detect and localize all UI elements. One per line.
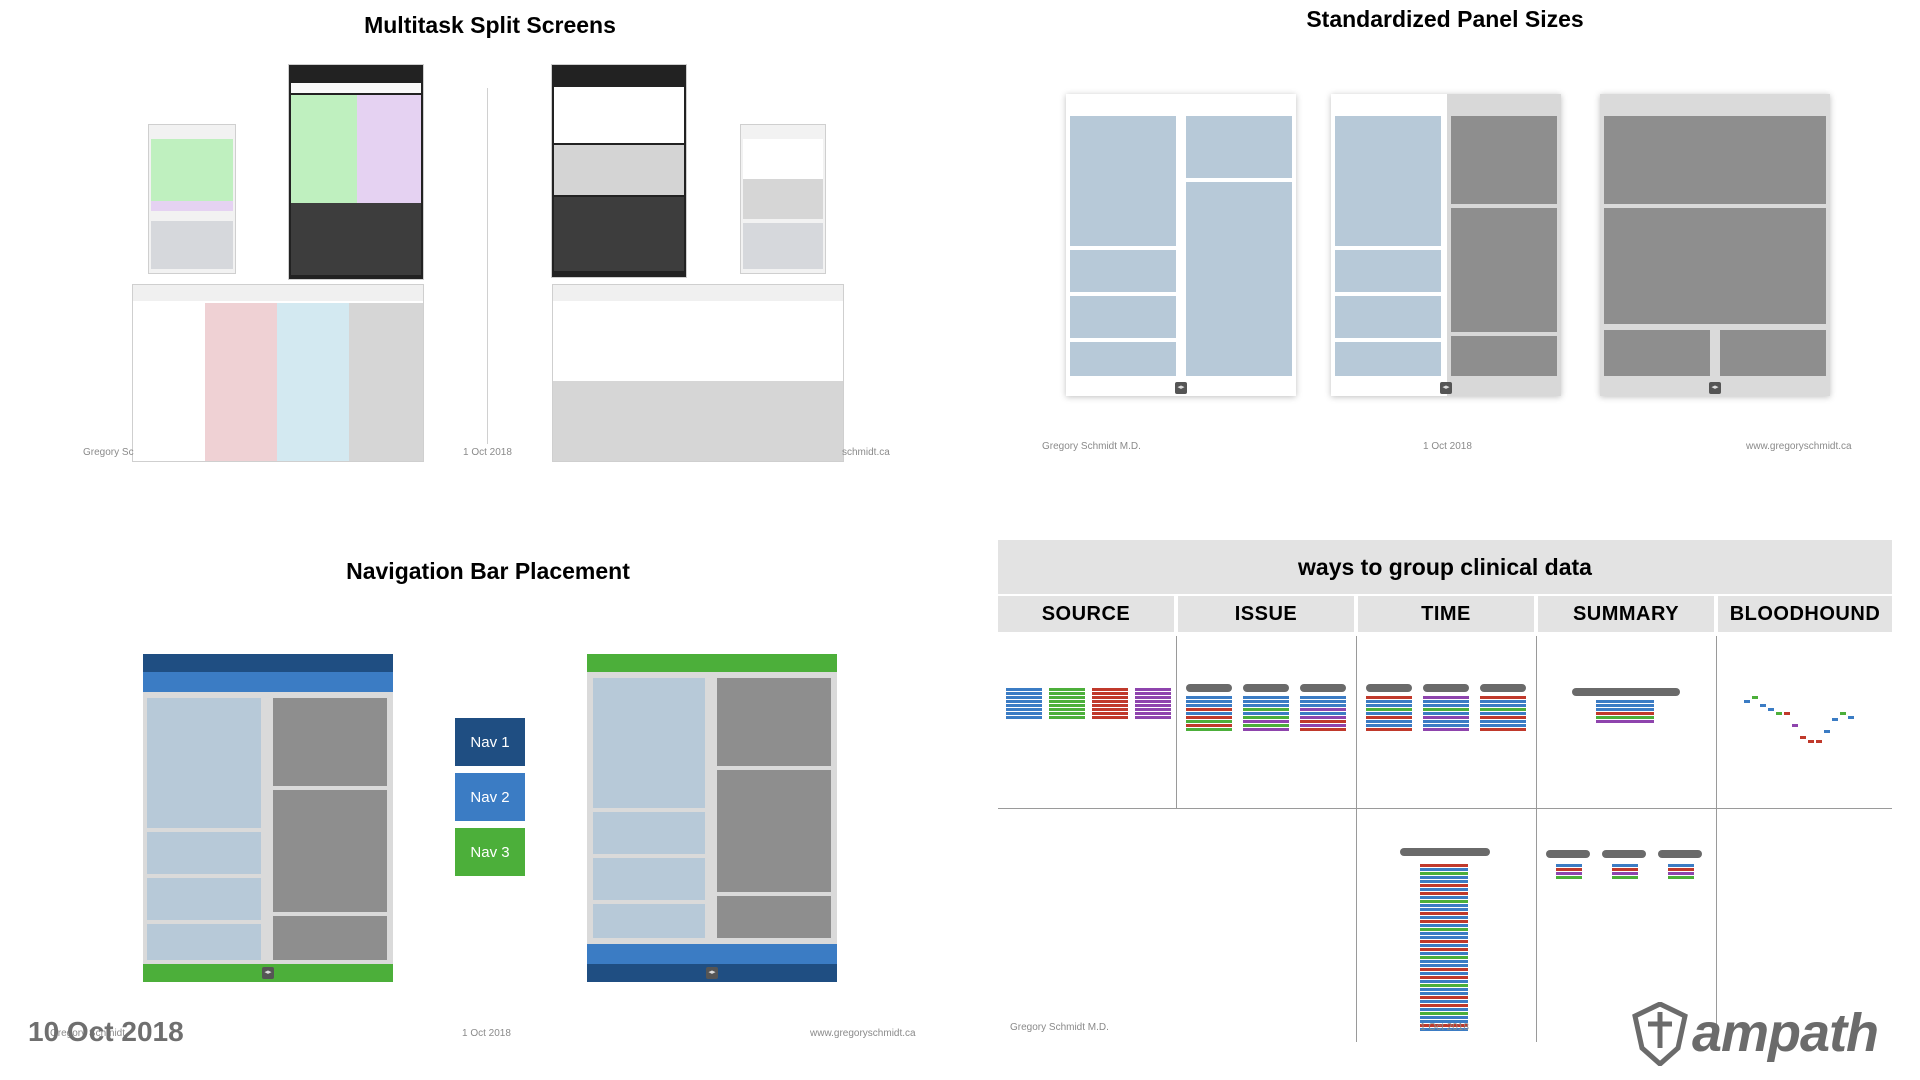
navbar-title: Navigation Bar Placement (346, 558, 630, 584)
panel-layout-1: ◂▸ (1066, 94, 1296, 396)
panels-footer-center: 1 Oct 2018 (1423, 441, 1472, 452)
date-label: 10 Oct 2018 (28, 1016, 184, 1047)
group-header-bar (1186, 684, 1232, 692)
group-header-bar (1366, 684, 1412, 692)
nav-1-button[interactable]: Nav 1 (455, 718, 525, 766)
data-stack (1668, 864, 1694, 880)
ampath-logo: ampath (1630, 1000, 1910, 1070)
multitask-footer-left: Gregory Sc (83, 447, 134, 458)
col-issue: ISSUE (1178, 596, 1354, 632)
group-header-bar (1546, 850, 1590, 858)
panels-footer-left: Gregory Schmidt M.D. (1042, 441, 1141, 452)
navbar-footer-left: Gregory Schmidt (50, 1028, 126, 1039)
data-stack (1366, 696, 1412, 732)
col-bloodhound: BLOODHOUND (1718, 596, 1892, 632)
clinical-footer-left: Gregory Schmidt M.D. (1010, 1022, 1109, 1033)
data-stack (1556, 864, 1582, 880)
data-stack (1480, 696, 1526, 732)
data-stack (1049, 688, 1085, 720)
col-source: SOURCE (998, 596, 1174, 632)
bloodhound-point (1848, 716, 1854, 719)
data-stack (1300, 696, 1346, 732)
bloodhound-point (1768, 708, 1774, 711)
bloodhound-point (1784, 712, 1790, 715)
bloodhound-point (1760, 704, 1766, 707)
bloodhound-point (1776, 712, 1782, 715)
nav-3-button[interactable]: Nav 3 (455, 828, 525, 876)
browser-left (132, 284, 424, 462)
group-header-bar (1400, 848, 1490, 856)
data-stack (1006, 688, 1042, 720)
navbar-footer-center: 1 Oct 2018 (462, 1028, 511, 1039)
group-header-bar (1572, 688, 1680, 696)
panel-layout-3: ◂▸ (1600, 94, 1830, 396)
data-stack (1092, 688, 1128, 720)
data-stack (1423, 696, 1469, 732)
panels-title: Standardized Panel Sizes (1306, 6, 1584, 32)
group-header-bar (1423, 684, 1469, 692)
data-stack (1135, 688, 1171, 720)
group-header-bar (1243, 684, 1289, 692)
bloodhound-point (1816, 740, 1822, 743)
small-phone-left (148, 124, 236, 274)
ampath-shield-icon (1632, 1002, 1688, 1066)
nav-2-button[interactable]: Nav 2 (455, 773, 525, 821)
large-phone-right (551, 64, 687, 278)
small-phone-right (740, 124, 826, 274)
panels-footer-right: www.gregoryschmidt.ca (1746, 441, 1852, 452)
browser-right (552, 284, 844, 462)
bloodhound-point (1752, 696, 1758, 699)
bloodhound-point (1824, 730, 1830, 733)
multitask-footer-right: schmidt.ca (842, 447, 890, 458)
large-phone-left (288, 64, 424, 280)
bloodhound-point (1800, 736, 1806, 739)
nav-layout-left: ◂▸ (143, 654, 393, 982)
bloodhound-point (1840, 712, 1846, 715)
clinical-title: ways to group clinical data (998, 540, 1892, 594)
bloodhound-point (1744, 700, 1750, 703)
data-stack (1186, 696, 1232, 732)
group-header-bar (1602, 850, 1646, 858)
data-stack (1612, 864, 1638, 880)
group-header-bar (1300, 684, 1346, 692)
clinical-footer-center: 1 Oct 2018 (1420, 1022, 1469, 1033)
group-header-bar (1658, 850, 1702, 858)
data-stack (1420, 864, 1468, 1032)
brand-name: ampath (1692, 1003, 1879, 1063)
group-header-bar (1480, 684, 1526, 692)
multitask-title: Multitask Split Screens (364, 12, 616, 38)
col-time: TIME (1358, 596, 1534, 632)
bloodhound-point (1808, 740, 1814, 743)
nav-layout-right: ◂▸ (587, 654, 837, 982)
panel-layout-2: ◂▸ (1331, 94, 1561, 396)
multitask-footer-center: 1 Oct 2018 (463, 447, 512, 458)
bloodhound-point (1832, 718, 1838, 721)
data-stack (1243, 696, 1289, 732)
bloodhound-point (1792, 724, 1798, 727)
col-summary: SUMMARY (1538, 596, 1714, 632)
navbar-footer-right: www.gregoryschmidt.ca (810, 1028, 916, 1039)
data-stack (1596, 700, 1654, 724)
